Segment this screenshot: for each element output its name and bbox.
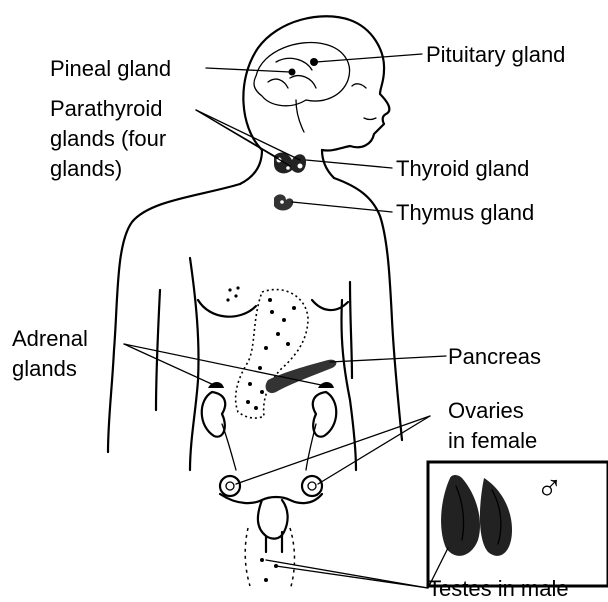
- left-arm-inner: [156, 290, 160, 410]
- label-adrenal-line2: glands: [12, 356, 77, 381]
- label-parathyroid-line1: Parathyroid: [50, 96, 163, 121]
- label-parathyroid-line2: glands (four: [50, 126, 166, 151]
- label-ovaries-line2: in female: [448, 428, 537, 453]
- breast-left: [198, 300, 256, 317]
- male-inset: ♂: [428, 462, 608, 586]
- pancreas-gland: [266, 360, 337, 393]
- brainstem: [296, 100, 304, 132]
- male-symbol: ♂: [536, 467, 563, 508]
- brain-fold-2: [290, 76, 316, 88]
- leader-pancreas: [330, 356, 446, 362]
- ovaries-and-uterus: [220, 476, 322, 552]
- label-parathyroid-line3: glands): [50, 156, 122, 181]
- right-arm-outer: [334, 178, 402, 440]
- label-pituitary-gland: Pituitary gland: [426, 42, 565, 67]
- brain-outline: [254, 42, 350, 105]
- thymus-gland: [274, 194, 293, 210]
- brain: [254, 42, 376, 132]
- uterus: [220, 494, 322, 552]
- label-ovaries-line1: Ovaries: [448, 398, 524, 423]
- label-pancreas: Pancreas: [448, 344, 541, 369]
- leader-testes-2: [276, 566, 428, 588]
- brain-fold-1: [276, 58, 312, 70]
- leader-testes-1: [266, 560, 428, 588]
- leader-adrenal-2: [124, 344, 326, 386]
- label-thymus-gland: Thymus gland: [396, 200, 534, 225]
- face-mouth: [364, 118, 376, 120]
- kidney-left: [202, 392, 225, 437]
- leader-adrenal-1: [124, 344, 216, 386]
- left-arm-outer: [108, 184, 240, 452]
- leader-thyroid: [306, 160, 392, 168]
- label-adrenal-line1: Adrenal: [12, 326, 88, 351]
- label-testes-in-male: Testes in male: [428, 576, 569, 601]
- brain-fold-3: [268, 79, 288, 88]
- right-arm-inner: [350, 282, 352, 378]
- leader-parathyroid-3: [196, 110, 300, 160]
- leader-parathyroid-2: [196, 110, 290, 166]
- label-pineal-gland: Pineal gland: [50, 56, 171, 81]
- head-outline: [243, 16, 389, 150]
- ovary-right: [302, 476, 322, 496]
- kidney-right: [313, 392, 336, 437]
- ureter-left: [222, 424, 236, 470]
- dotted-left-chest: [226, 286, 239, 301]
- neck-left: [240, 150, 262, 184]
- leader-thymus: [292, 202, 392, 212]
- torso-left: [190, 258, 199, 470]
- face-eye: [352, 84, 366, 88]
- label-thyroid-gland: Thyroid gland: [396, 156, 529, 181]
- stomach-region: [236, 290, 308, 419]
- ovary-left: [220, 476, 240, 496]
- leader-pituitary: [316, 54, 422, 62]
- neck-right: [322, 150, 334, 178]
- ureter-right: [306, 424, 316, 470]
